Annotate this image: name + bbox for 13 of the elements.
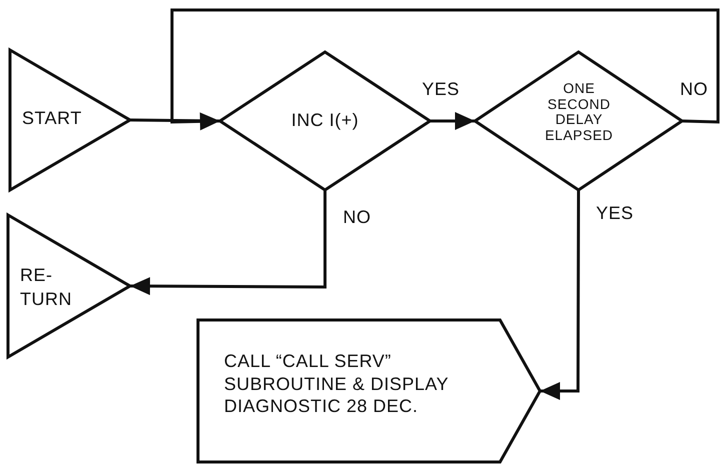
edge-label: NO [680, 80, 708, 98]
node-label: INC I(+) [290, 110, 360, 132]
node-label: START [22, 108, 83, 130]
arrow [430, 112, 475, 130]
node-label: ONE SECOND DELAY ELAPSED [544, 81, 614, 144]
edge-label: YES [422, 80, 460, 98]
arrow [130, 190, 326, 296]
arrow [170, 8, 720, 130]
arrow [540, 190, 580, 400]
edge-label: NO [343, 208, 371, 226]
node-label: RE- TURN [20, 264, 73, 312]
node-label: CALL “CALL SERV” SUBROUTINE & DISPLAY DIAGNOSTIC 28 DEC. [224, 350, 450, 418]
edge-label: YES [596, 204, 634, 222]
